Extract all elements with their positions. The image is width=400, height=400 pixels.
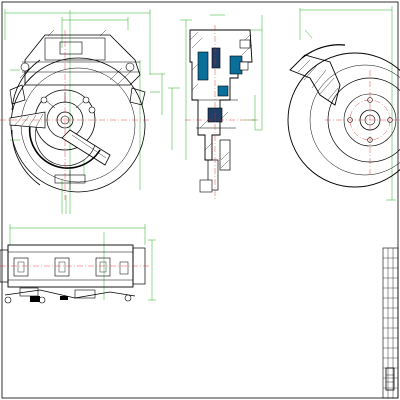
- front-upper-housing: [24, 34, 141, 86]
- section-view-dimensions: [168, 14, 263, 160]
- rear-brake-shoe: [289, 54, 341, 106]
- front-view-centerlines: [0, 30, 150, 200]
- section-view-centerlines: [185, 25, 255, 200]
- rear-view-centerlines: [325, 70, 400, 175]
- front-lever-arm: [61, 129, 111, 166]
- rear-view-dimensions: [299, 6, 396, 201]
- section-view: [168, 14, 263, 200]
- rear-view: [287, 6, 400, 201]
- bottom-view: [0, 224, 156, 304]
- title-block: [382, 247, 399, 399]
- front-view: [0, 9, 165, 214]
- bottom-view-dimensions: [9, 224, 156, 301]
- technical-requirements: [8, 345, 158, 393]
